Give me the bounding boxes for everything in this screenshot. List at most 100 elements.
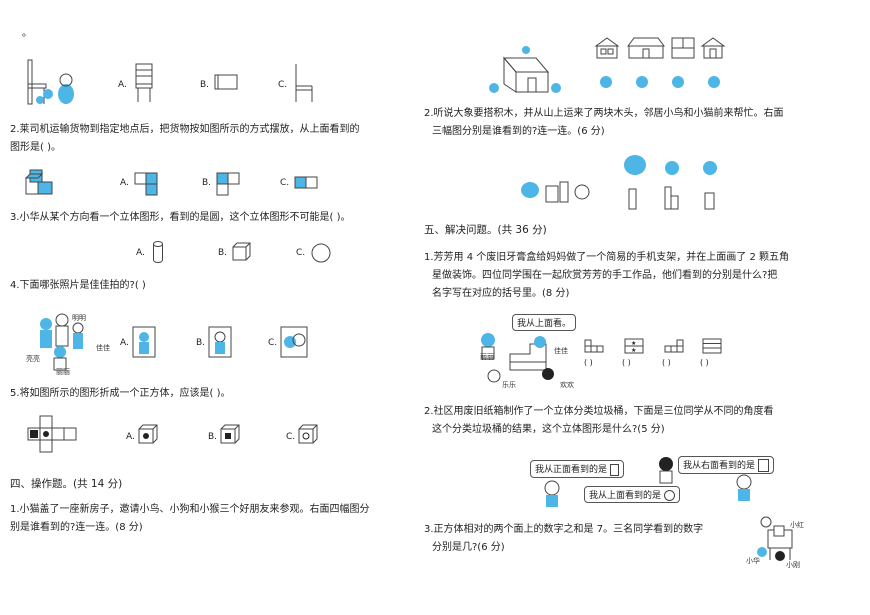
- q4-children-group-figure: [40, 313, 84, 371]
- q5-3-cube-table-figure: [757, 516, 793, 561]
- house-view-1: [594, 37, 620, 59]
- q5-text-line1: 5.将如图所示的图形折成一个正方体，应该是( )。: [10, 388, 231, 399]
- q2-option-b-figure: [216, 172, 240, 196]
- q5-cube-net-figure: [27, 415, 77, 453]
- circle-shape: [663, 490, 675, 501]
- q2-option-a-figure: [134, 172, 158, 196]
- animal-viewers-row: [600, 76, 720, 88]
- svg-text:★: ★: [631, 347, 636, 354]
- q5-1-name-jiajia: 佳佳: [554, 347, 568, 355]
- q4-1-text-line1: 1.小猫盖了一座新房子，邀请小鸟、小狗和小猴三个好朋友来参观。右面四幅图分: [10, 504, 370, 515]
- q4-name-mingming: 明明: [72, 314, 86, 322]
- house-view-3: [671, 37, 695, 59]
- q5-2-child-left: [544, 480, 560, 507]
- q1-chair-side-figure: [135, 63, 153, 102]
- elephant-icon: [624, 155, 646, 175]
- q5-1-name-lili: 丽丽: [480, 353, 494, 361]
- house-view-4: [700, 37, 726, 59]
- q2-text-line1: 2.莱司机运输货物到指定地点后，把货物按如图所示的方式摆放，从上面看到的: [10, 124, 360, 135]
- q3-cube-figure: [232, 242, 251, 261]
- cat-icon: [703, 161, 717, 175]
- q5-2-bubble-top-text: 我从上面看到的是: [589, 491, 662, 501]
- q5-1-speech-bubble: 我从上面看。: [512, 314, 577, 331]
- q5-1-answer-1[interactable]: ( ): [584, 358, 593, 367]
- q5-1-text-line1: 1.芳芳用 4 个废旧牙膏盒给妈妈做了一个简易的手机支架，并在上面画了 2 颗五…: [424, 252, 789, 263]
- q4-1-text-line2: 别是谁看到的?连一连。(8 分): [10, 522, 143, 533]
- q5-1-text-line3: 名字写在对应的括号里。(8 分): [432, 288, 570, 299]
- q4-photo-b: [208, 326, 232, 358]
- q5-2-bubble-right-text: 我从右面看到的是: [683, 461, 756, 471]
- q5-2-bubble-top: 我从上面看到的是: [584, 486, 680, 503]
- house-view-2: [627, 37, 665, 59]
- view-figure-3: [704, 192, 715, 210]
- q5-2-bubble-right: 我从右面看到的是: [678, 456, 774, 474]
- q5-3-name-xiaogang: 小刚: [786, 561, 800, 569]
- q1-option-b[interactable]: B.: [200, 80, 210, 90]
- q5-3-name-xiaohong: 小红: [790, 521, 804, 529]
- q5-2-text-line2: 这个分类垃圾桶的结果，这个立体图形是什么?(5 分): [432, 424, 665, 435]
- view-figure-1: [628, 188, 637, 210]
- q4-name-jiajia: 佳佳: [96, 344, 110, 352]
- q5-option-b[interactable]: B.: [208, 432, 218, 442]
- svg-text:★: ★: [631, 340, 636, 347]
- q5-2-child-middle: [659, 457, 673, 484]
- q5-1-view-3: [664, 339, 684, 353]
- q3-option-b[interactable]: B.: [218, 248, 228, 258]
- q5-option-a-cube: [138, 424, 158, 444]
- q1-chair-with-animals-figure: [27, 59, 74, 105]
- q5-1-answer-4[interactable]: ( ): [700, 358, 709, 367]
- q5-1-answer-2[interactable]: ( ): [622, 358, 631, 367]
- q5-option-b-cube: [220, 424, 240, 444]
- q4-option-c[interactable]: C.: [268, 338, 278, 348]
- q5-1-text-line2: 星做装饰。四位同学围在一起欣赏芳芳的手工作品，他们看到的分别是什么?把: [432, 270, 778, 281]
- q4-option-b[interactable]: B.: [196, 338, 206, 348]
- q5-3-name-xiaohua: 小华: [746, 557, 760, 565]
- rectangle-shape: [757, 459, 769, 472]
- q5-2-text-line1: 2.社区用废旧纸箱制作了一个立体分类垃圾桶，下面是三位同学从不同的角度看: [424, 406, 774, 417]
- q5-1-view-2: ★ ★: [624, 338, 644, 354]
- q2-text-line2: 图形是( )。: [10, 142, 61, 153]
- q2-option-b[interactable]: B.: [202, 178, 212, 188]
- q5-1-view-1: [584, 339, 604, 353]
- q1-option-a[interactable]: A.: [118, 80, 127, 90]
- q4-photo-a: [132, 326, 156, 358]
- section-4-heading: 四、操作题。(共 14 分): [10, 478, 123, 490]
- q4-2-text-line1: 2.听说大象要搭积木，并从山上运来了两块木头，邻居小鸟和小猫前来帮忙。右面: [424, 108, 784, 119]
- q5-1-view-4: [702, 338, 722, 354]
- q4-photo-c: [280, 326, 308, 358]
- top-mark: 。: [22, 28, 32, 39]
- q3-option-a[interactable]: A.: [136, 248, 145, 258]
- q4-option-a[interactable]: A.: [120, 338, 129, 348]
- tall-rectangle-shape: [609, 463, 619, 476]
- q1-chair-front-figure: [295, 64, 313, 102]
- q2-stacked-boxes-figure: [24, 169, 53, 195]
- q2-option-c-figure: [294, 176, 318, 189]
- q5-2-bubble-front: 我从正面看到的是: [530, 460, 624, 478]
- q3-option-c[interactable]: C.: [296, 248, 306, 258]
- bird-icon: [665, 161, 679, 175]
- q5-2-bubble-front-text: 我从正面看到的是: [535, 465, 608, 475]
- q2-option-c[interactable]: C.: [280, 178, 290, 188]
- q2-option-a[interactable]: A.: [120, 178, 129, 188]
- q5-1-scene-figure: [481, 333, 554, 383]
- q4-text-line1: 4.下面哪张照片是佳佳拍的?( ): [10, 280, 146, 291]
- elephant-blocks-figure: [521, 181, 590, 203]
- house-with-animals-figure: [489, 46, 561, 93]
- q4-2-text-line2: 三幅图分别是谁看到的?连一连。(6 分): [432, 126, 605, 137]
- view-figure-2: [664, 186, 679, 210]
- q1-option-c[interactable]: C.: [278, 80, 288, 90]
- q5-option-c[interactable]: C.: [286, 432, 296, 442]
- q5-option-a[interactable]: A.: [126, 432, 135, 442]
- q5-1-name-huanhuan: 欢欢: [560, 381, 574, 389]
- q5-3-text-line2: 分别是几?(6 分): [432, 542, 505, 553]
- q4-name-liangliang: 亮亮: [26, 355, 40, 363]
- q5-2-child-right: [736, 474, 752, 501]
- q5-1-name-lele: 乐乐: [502, 381, 516, 389]
- q3-text-line1: 3.小华从某个方向看一个立体图形，看到的是圆，这个立体图形不可能是( )。: [10, 212, 351, 223]
- section-5-heading: 五、解决问题。(共 36 分): [424, 224, 547, 236]
- q4-name-lili: 丽丽: [56, 368, 70, 376]
- q5-option-c-cube: [298, 424, 318, 444]
- q5-3-text-line1: 3.正方体相对的两个面上的数字之和是 7。三名同学看到的数字: [424, 524, 704, 535]
- q1-rectangle-figure: [214, 74, 238, 90]
- q5-1-answer-3[interactable]: ( ): [662, 358, 671, 367]
